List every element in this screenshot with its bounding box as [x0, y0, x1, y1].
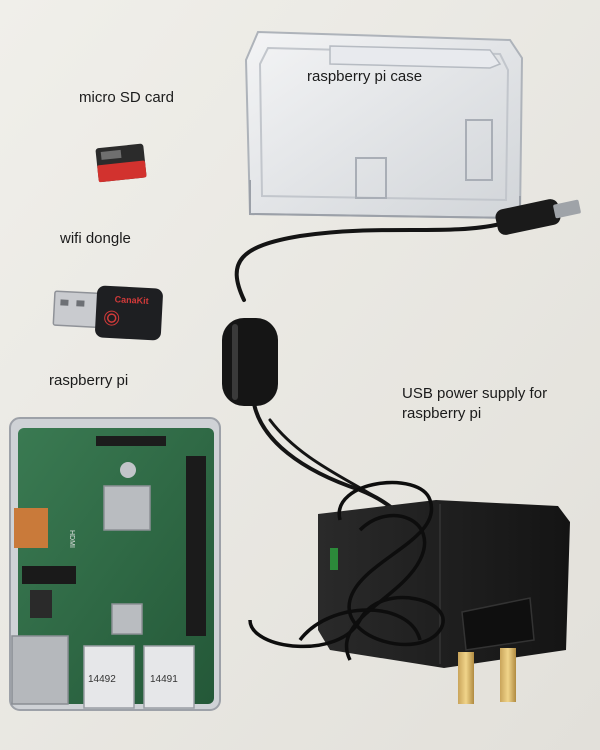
wifi-dongle: CanaKit [52, 285, 163, 341]
label-micro-sd-card: micro SD card [79, 89, 175, 106]
ferrite-bead [222, 318, 278, 406]
dongle-brand: CanaKit [114, 294, 148, 306]
label-usb-power-supply-line1: USB power supply for [402, 385, 548, 402]
coiled-cable [248, 480, 445, 661]
micro-sd-card [95, 143, 147, 183]
usb-port-label-right: 14491 [150, 674, 178, 685]
hdmi-label: HDMI [68, 530, 75, 548]
raspberry-pi-board: 14492 14491 HDMI [9, 417, 221, 711]
usb-port-label-left: 14492 [88, 674, 116, 685]
raspberry-pi-case [244, 30, 524, 220]
label-usb-power-supply: USB power supply for raspberry pi [402, 384, 592, 424]
usb-power-supply [318, 500, 570, 704]
label-wifi-dongle: wifi dongle [60, 230, 131, 247]
label-usb-power-supply-line2: raspberry pi [402, 405, 482, 422]
label-raspberry-pi: raspberry pi [49, 372, 129, 389]
label-raspberry-pi-case: raspberry pi case [307, 68, 423, 85]
micro-usb-plug [495, 199, 581, 235]
